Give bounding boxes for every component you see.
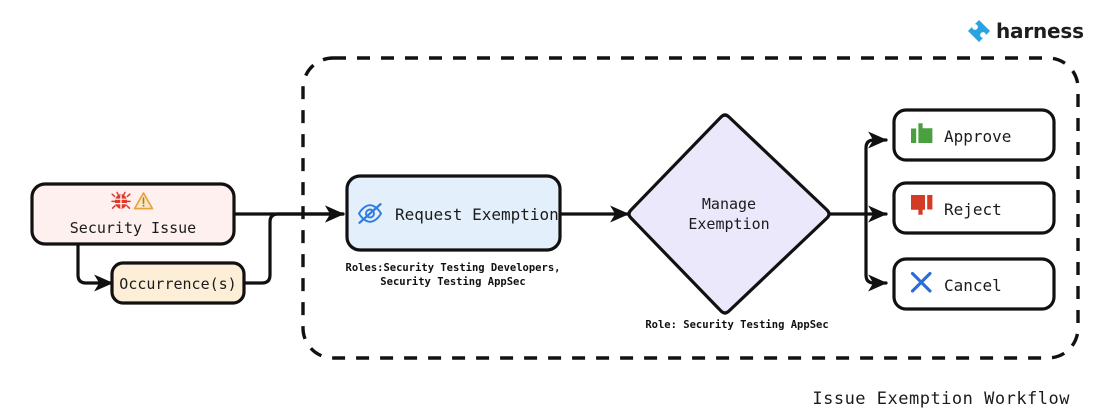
edge-manage-exemption-to-approve: [864, 131, 888, 216]
node-approve-shape[interactable]: [892, 108, 1056, 162]
close-x-icon: [910, 271, 932, 293]
node-manage-exemption-label-line2: Exemption: [688, 215, 769, 233]
edge-occurrences-to-request-exemption: [242, 205, 345, 285]
node-security-issue-label: Security Issue: [70, 219, 196, 237]
node-manage-exemption-caption: Role: Security Testing AppSec: [645, 319, 828, 331]
node-manage-exemption-shape[interactable]: [627, 113, 831, 315]
warning-triangle-icon: [133, 192, 154, 210]
node-reject-shape[interactable]: [892, 181, 1056, 235]
edge-manage-exemption-to-cancel: [864, 212, 888, 292]
node-request-exemption[interactable]: Request Exemption Roles:Security Testing…: [345, 174, 562, 288]
eye-slash-icon: [357, 203, 383, 224]
thumbs-down-icon: [911, 195, 933, 215]
node-approve[interactable]: Approve: [892, 108, 1056, 162]
bug-icon: [111, 191, 131, 209]
node-security-issue-shape[interactable]: [30, 182, 236, 246]
node-manage-exemption[interactable]: Manage Exemption Role: Security Testing …: [627, 113, 831, 331]
node-security-issue[interactable]: Security Issue: [30, 182, 236, 246]
node-request-exemption-caption-line2: Security Testing AppSec: [380, 276, 525, 288]
harness-wordmark: harness: [996, 19, 1084, 43]
thumbs-up-icon: [911, 123, 933, 143]
node-occurrences[interactable]: Occurrence(s): [110, 261, 246, 305]
node-request-exemption-caption-line1: Roles:Security Testing Developers,: [346, 262, 561, 274]
node-request-exemption-label: Request Exemption: [395, 205, 559, 224]
node-reject-label: Reject: [944, 200, 1002, 219]
node-approve-label: Approve: [944, 127, 1011, 146]
harness-diamond-logo-icon: [968, 20, 990, 42]
node-manage-exemption-label-line1: Manage: [702, 195, 756, 213]
node-request-exemption-shape[interactable]: [345, 174, 562, 252]
node-cancel-shape[interactable]: [892, 257, 1056, 311]
node-cancel-label: Cancel: [944, 276, 1002, 295]
harness-logo: harness: [968, 19, 1084, 43]
node-occurrences-label: Occurrence(s): [119, 275, 236, 293]
edge-security-issue-to-occurrences: [76, 242, 114, 292]
node-occurrences-shape[interactable]: [110, 261, 246, 305]
exemption-scope-boundary: [301, 56, 1080, 360]
diagram-title: Issue Exemption Workflow: [812, 389, 1070, 409]
node-cancel[interactable]: Cancel: [892, 257, 1056, 311]
node-reject[interactable]: Reject: [892, 181, 1056, 235]
